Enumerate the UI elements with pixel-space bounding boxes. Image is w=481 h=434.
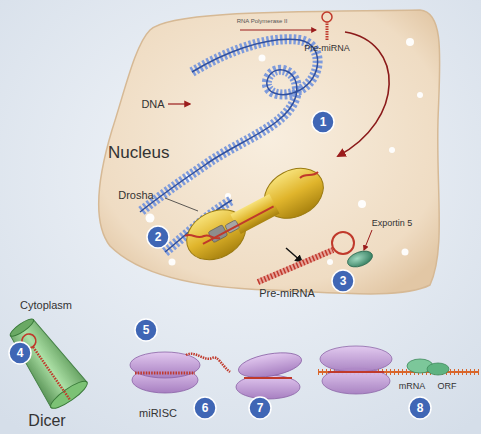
nuclear-pore xyxy=(389,147,395,153)
nuclear-pore xyxy=(327,259,333,265)
mirisc-shell xyxy=(237,349,304,382)
guide-strand xyxy=(244,377,292,379)
nuclear-pore xyxy=(417,92,423,98)
leader-line xyxy=(165,198,198,211)
hairpin-loop xyxy=(19,331,38,350)
mirisc-shell xyxy=(236,375,300,399)
callout-circle xyxy=(409,397,431,419)
callout-circle xyxy=(249,397,271,419)
ribosome-subunit xyxy=(407,359,433,373)
callout-number: 4 xyxy=(17,347,24,359)
drosha-domain xyxy=(225,220,240,234)
callout-circle xyxy=(312,111,334,133)
pointer-arrow xyxy=(364,230,372,250)
nuclear-pore xyxy=(146,214,155,223)
dicer-enzyme xyxy=(4,315,87,407)
mirisc-shell xyxy=(322,368,390,394)
part-label: mRNA xyxy=(399,382,426,391)
callout-circle xyxy=(9,342,31,364)
part-label: ORF xyxy=(438,382,457,391)
callout-number: 8 xyxy=(417,402,424,414)
nuclear-pore xyxy=(169,259,176,266)
part-label: Dicer xyxy=(28,413,65,429)
mirisc-shell xyxy=(130,352,200,378)
hairpin-rungs xyxy=(258,250,333,282)
nuclear-pore xyxy=(358,200,366,208)
part-label: miRISC xyxy=(139,408,177,419)
nuclear-pore xyxy=(299,209,305,215)
callout-circle xyxy=(194,397,216,419)
process-arrow xyxy=(338,32,389,156)
hairpin-loop xyxy=(332,232,354,254)
callout-circle xyxy=(147,226,169,248)
drosha-lobe xyxy=(178,200,254,270)
mirisc-shell xyxy=(320,346,392,372)
pri-mirna-strand xyxy=(203,206,274,244)
nuclear-pore xyxy=(184,174,192,182)
nuclear-pore xyxy=(406,38,414,46)
ribosome-subunit xyxy=(427,363,449,375)
mrna-strand xyxy=(318,371,479,373)
mirna-duplex xyxy=(135,372,195,375)
dicer-top xyxy=(8,316,36,339)
passenger-strand xyxy=(186,354,230,372)
hairpin-loop xyxy=(322,12,332,22)
callout-number: 5 xyxy=(143,324,150,336)
mirisc-shell xyxy=(132,367,198,393)
hairpin-stem xyxy=(326,22,329,40)
nuclear-pore xyxy=(259,55,266,62)
callout-number: 7 xyxy=(257,402,264,414)
nucleus-membrane xyxy=(99,10,440,294)
dicer-opening xyxy=(47,377,90,412)
callout-circle xyxy=(332,270,354,292)
exportin-protein xyxy=(345,248,374,270)
hairpin-stem xyxy=(33,347,70,399)
callout-number: 6 xyxy=(202,402,209,414)
nuclear-pore xyxy=(225,193,231,199)
dna-strand xyxy=(165,200,232,252)
nucleus-shape: Nucleus xyxy=(90,5,445,300)
dna-helix xyxy=(165,200,232,252)
dna-strand xyxy=(140,39,318,212)
node-title: Nucleus xyxy=(108,143,169,163)
callout-circle xyxy=(135,319,157,341)
mrna-bases xyxy=(318,369,479,375)
rna-fragment xyxy=(300,172,318,178)
transcription-arrow xyxy=(240,30,316,31)
drosha-lobe xyxy=(256,158,332,228)
rna-fragment xyxy=(185,235,220,239)
guide-strand xyxy=(328,371,384,373)
dna-helix xyxy=(140,39,318,212)
drosha-body xyxy=(230,194,279,234)
process-arrow xyxy=(286,248,302,262)
drosha-domain xyxy=(208,225,228,243)
hairpin-stem xyxy=(258,250,333,282)
part-label: Cytoplasm xyxy=(20,300,72,311)
nuclear-pore xyxy=(402,249,409,256)
pointer-arrow xyxy=(168,103,190,104)
